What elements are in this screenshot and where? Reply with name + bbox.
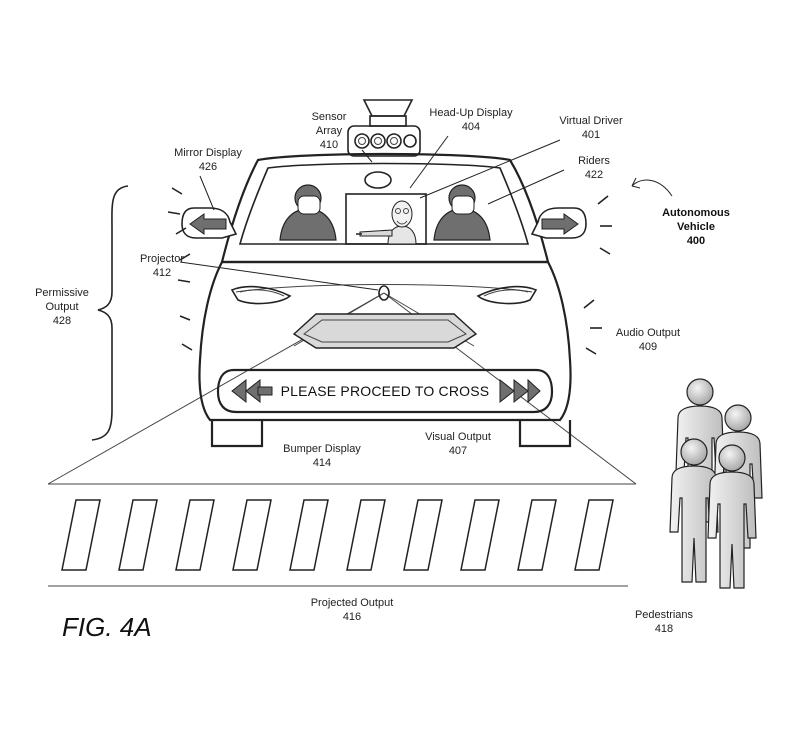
label-visual-output: Visual Output [425,431,491,443]
crosswalk-stripe [61,499,101,571]
pedestrian-body [669,465,719,583]
rear-view-mirror [364,171,392,189]
crosswalk-stripe [403,499,443,571]
label-permissive-2: Output [45,301,78,313]
label-bumper-display-num: 414 [313,457,331,469]
crosswalk-stripe [517,499,557,571]
label-bumper-display: Bumper Display [283,443,361,455]
pedestrian-head [718,444,746,472]
pedestrian-head [686,378,714,406]
bumper-display [216,368,554,414]
label-virtual-driver-num: 401 [582,129,600,141]
label-sensor-array: Sensor [312,111,347,123]
bumper-banner-text: PLEASE PROCEED TO CROSS [281,383,490,399]
label-autonomous-2: Vehicle [677,221,715,233]
label-audio-output-num: 409 [639,341,657,353]
label-autonomous: Autonomous [662,207,730,219]
pedestrian [707,444,757,589]
label-projected-output: Projected Output [311,597,394,609]
label-projected-output-num: 416 [343,611,361,623]
head-up-display [345,193,427,245]
crosswalk-stripe [289,499,329,571]
label-pedestrians: Pedestrians [635,609,694,621]
label-riders-num: 422 [585,169,603,181]
windshield [238,162,530,245]
projected-output [47,292,637,587]
wheel-left [210,420,264,448]
label-virtual-driver: Virtual Driver [559,115,623,127]
crosswalk-stripe [346,499,386,571]
label-hud: Head-Up Display [429,107,513,119]
projected-visual-output [292,313,478,349]
crosswalk-stripe [232,499,272,571]
vehicle-lower-body [198,260,572,422]
vehicle-cabin [220,152,550,264]
label-projector-num: 412 [153,267,171,279]
pedestrian-head [680,438,708,466]
permissive-output-brace [91,185,129,441]
label-sensor-array-2: Array [316,125,343,137]
label-hud-num: 404 [462,121,480,133]
mirror-display-left [181,207,238,239]
projector [378,285,390,301]
pedestrians-group [669,378,763,589]
label-mirror-display: Mirror Display [174,147,242,159]
label-projector: Projector [140,253,184,265]
wheel-right [518,420,572,448]
audio-output-marks [167,187,612,355]
crosswalk-stripe [118,499,158,571]
headlight-left [230,285,292,305]
virtual-driver [356,200,417,245]
autonomous-vehicle: PLEASE PROCEED TO CROSS [181,99,587,448]
pedestrian [669,438,719,583]
label-riders: Riders [578,155,610,167]
leader-lines [179,135,673,291]
pedestrian-body [707,471,757,589]
label-audio-output: Audio Output [616,327,680,339]
crosswalk-stripe [574,499,614,571]
label-permissive: Permissive [35,287,89,299]
crosswalk-stripe [175,499,215,571]
mirror-display-right [530,207,587,239]
figure-caption: FIG. 4A [62,612,152,642]
sensor-array [347,99,421,157]
label-pedestrians-num: 418 [655,623,673,635]
label-visual-output-num: 407 [449,445,467,457]
rider-left [279,184,337,241]
pedestrian-head [724,404,752,432]
labels: Sensor Array 410 Head-Up Display 404 Vir… [35,107,730,642]
headlight-right [476,285,538,305]
label-sensor-array-num: 410 [320,139,338,151]
crosswalk-stripe [460,499,500,571]
label-permissive-num: 428 [53,315,71,327]
rider-right [433,184,491,241]
crosswalk-stripes [61,499,614,571]
label-mirror-display-num: 426 [199,161,217,173]
label-autonomous-num: 400 [687,235,705,247]
